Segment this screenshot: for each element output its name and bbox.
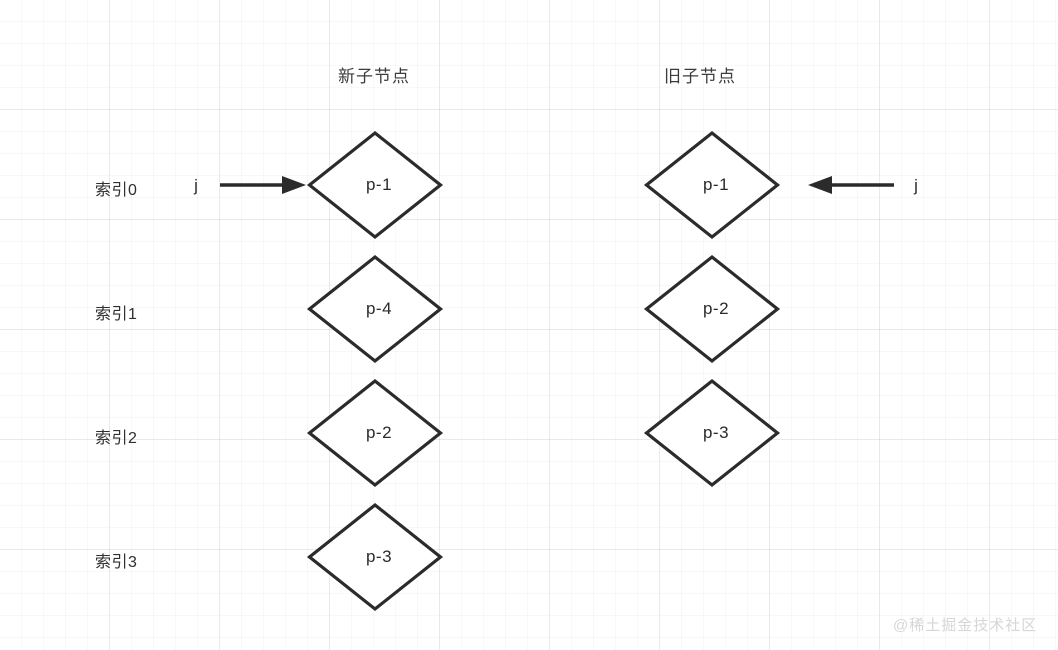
column-header-old-children: 旧子节点 [664, 67, 736, 86]
column-header-new-children: 新子节点 [338, 67, 410, 86]
diamond-shape [306, 254, 444, 364]
diamond-shape [306, 502, 444, 612]
diamond-shape [643, 254, 781, 364]
node-new-0[interactable]: p-1 [306, 130, 444, 240]
pointer-arrow-new [220, 174, 306, 196]
node-old-0[interactable]: p-1 [643, 130, 781, 240]
node-old-1[interactable]: p-2 [643, 254, 781, 364]
pointer-label-old-j: j [914, 176, 918, 195]
node-new-1[interactable]: p-4 [306, 254, 444, 364]
diamond-shape [306, 378, 444, 488]
diamond-shape [643, 130, 781, 240]
diamond-shape [643, 378, 781, 488]
node-new-3[interactable]: p-3 [306, 502, 444, 612]
pointer-arrow-old [808, 174, 894, 196]
pointer-label-new-j: j [194, 176, 198, 195]
row-label-index-1: 索引1 [95, 306, 138, 323]
node-new-2[interactable]: p-2 [306, 378, 444, 488]
row-label-index-3: 索引3 [95, 554, 138, 571]
row-label-index-0: 索引0 [95, 182, 138, 199]
node-old-2[interactable]: p-3 [643, 378, 781, 488]
row-label-index-2: 索引2 [95, 430, 138, 447]
watermark: @稀土掘金技术社区 [893, 617, 1038, 634]
diamond-shape [306, 130, 444, 240]
